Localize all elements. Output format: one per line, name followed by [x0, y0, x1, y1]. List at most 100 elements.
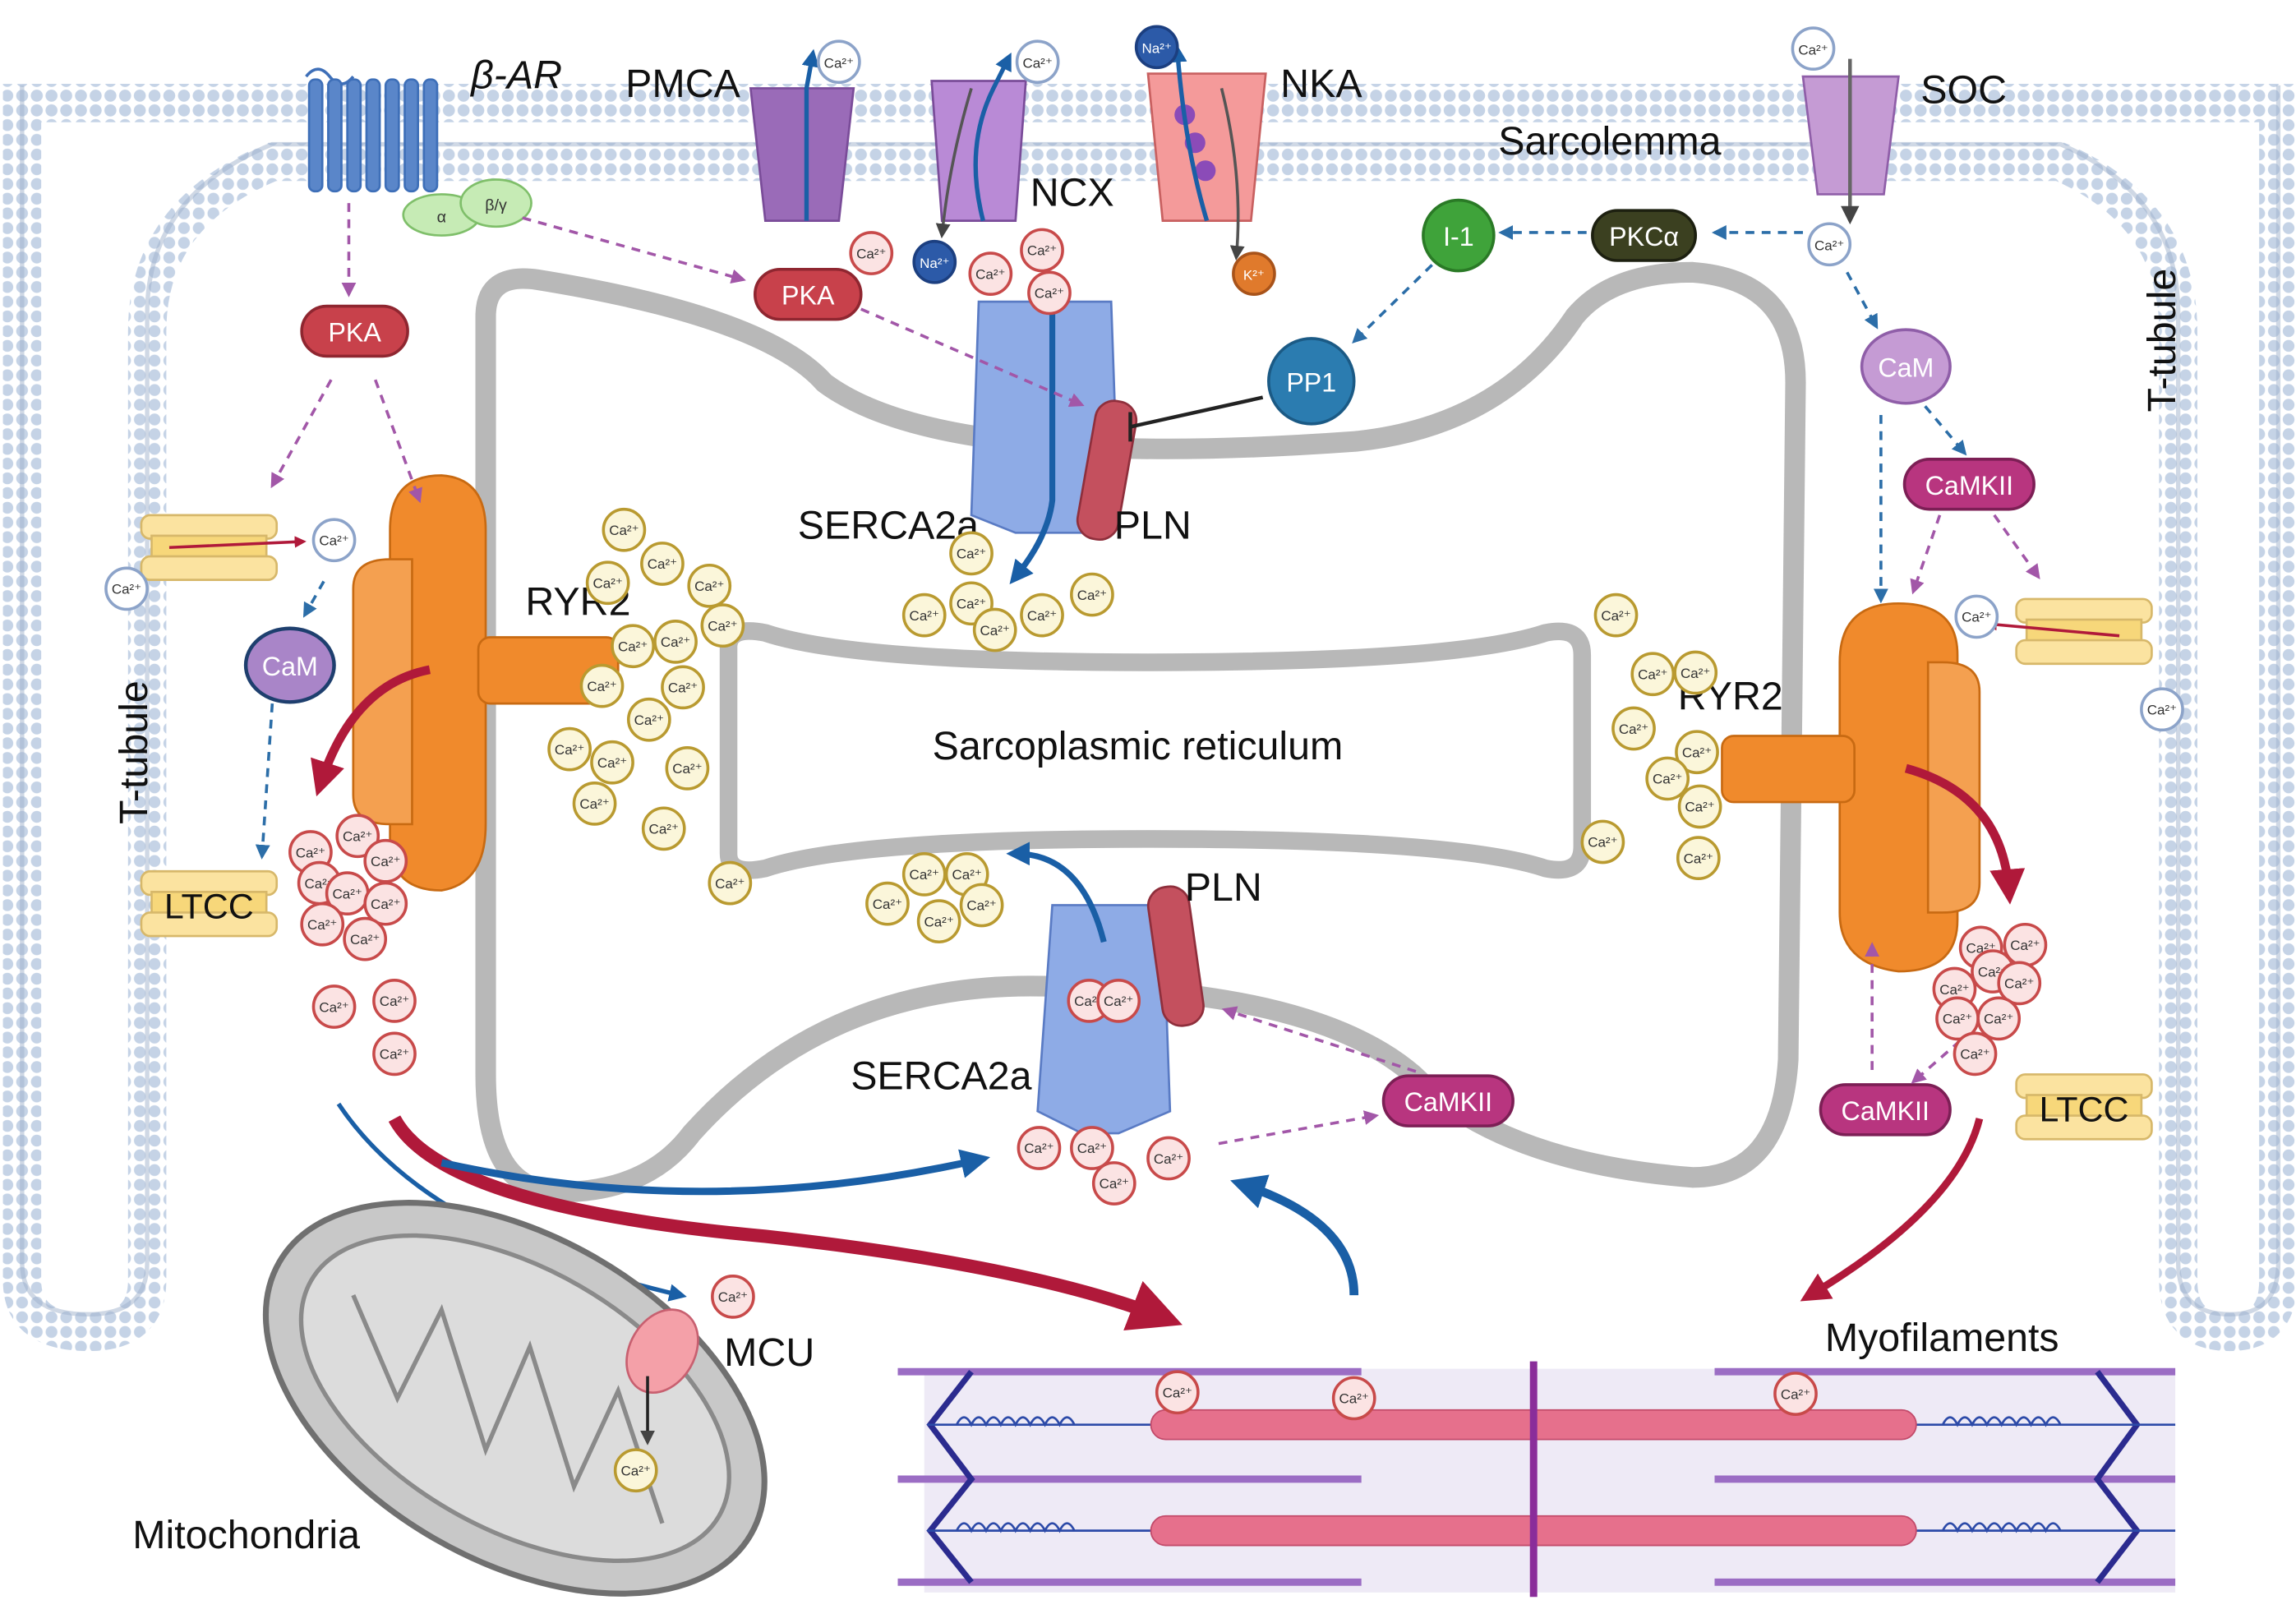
cam-right-node: CaM	[1860, 328, 1952, 405]
pka-left-pill: PKA	[300, 304, 409, 358]
ca-ion: Ca²⁺	[687, 563, 732, 608]
calcium-ions: Ca²⁺Ca²⁺Ca²⁺Ca²⁺Ca²⁺Ca²⁺Ca²⁺Ca²⁺Ca²⁺Ca²⁺…	[104, 228, 2184, 1493]
svg-text:Na²⁺: Na²⁺	[1142, 40, 1172, 56]
ca-ion: Ca²⁺	[611, 624, 655, 669]
mitochondria-label: Mitochondria	[132, 1513, 360, 1557]
svg-text:Ca²⁺: Ca²⁺	[587, 679, 616, 694]
ca-ion: Ca²⁺	[1673, 650, 1718, 695]
pmca-pump	[749, 48, 855, 222]
svg-text:Ca²⁺: Ca²⁺	[319, 999, 348, 1015]
svg-text:Ca²⁺: Ca²⁺	[1339, 1391, 1369, 1407]
svg-text:PP1: PP1	[1286, 367, 1336, 397]
svg-text:Ca²⁺: Ca²⁺	[1684, 851, 1713, 866]
ca-ion: Ca²⁺	[547, 726, 592, 772]
ca-ion: Ca²⁺	[363, 881, 408, 926]
svg-text:Ca²⁺: Ca²⁺	[1588, 835, 1617, 851]
ca-ion: Ca²⁺	[972, 607, 1017, 652]
svg-text:PKA: PKA	[328, 318, 381, 348]
ca-ion: Ca²⁺	[1630, 652, 1676, 697]
svg-text:Ca²⁺: Ca²⁺	[296, 845, 325, 860]
svg-text:Ca²⁺: Ca²⁺	[1077, 588, 1107, 603]
ca-ion: Ca²⁺	[1807, 222, 1852, 267]
svg-text:Ca²⁺: Ca²⁺	[2010, 938, 2040, 953]
svg-text:Ca²⁺: Ca²⁺	[1960, 1047, 1989, 1063]
ca-ion: Ca²⁺	[1017, 1126, 1062, 1170]
ca-ion: Ca²⁺	[2003, 922, 2048, 967]
ca-ion: Ca²⁺	[1070, 1126, 1114, 1170]
ca-ion: Ca²⁺	[311, 984, 357, 1029]
ca-ion: Ca²⁺	[1020, 228, 1064, 273]
svg-text:PKCα: PKCα	[1609, 222, 1679, 251]
svg-text:Ca²⁺: Ca²⁺	[1638, 667, 1667, 683]
svg-text:Ca²⁺: Ca²⁺	[1163, 1386, 1192, 1401]
ca-ion: Ca²⁺	[1020, 592, 1064, 638]
svg-text:Ca²⁺: Ca²⁺	[371, 854, 400, 869]
svg-text:Ca²⁺: Ca²⁺	[708, 618, 737, 634]
ltcc-left: LTCC	[140, 869, 279, 938]
ca-ion: Ca²⁺	[1091, 1161, 1136, 1206]
ca-ion: Ca²⁺	[968, 251, 1013, 296]
ca-ion: Ca²⁺	[1580, 819, 1625, 865]
svg-text:CaMKII: CaMKII	[1404, 1087, 1492, 1117]
svg-text:Ca²⁺: Ca²⁺	[618, 639, 648, 655]
soc-channel	[1801, 58, 1900, 225]
ca-ion: Ca²⁺	[901, 592, 947, 638]
svg-text:Ca²⁺: Ca²⁺	[1100, 1176, 1129, 1192]
svg-text:Ca²⁺: Ca²⁺	[1154, 1151, 1183, 1167]
ltcc-channel-top-left	[140, 514, 307, 581]
svg-text:Ca²⁺: Ca²⁺	[1653, 772, 1682, 787]
sarcoplasmic-reticulum: Sarcoplasmic reticulum	[475, 261, 1806, 1203]
svg-text:CaM: CaM	[1878, 353, 1934, 382]
nka-label: NKA	[1280, 62, 1362, 106]
ca-ion: Ca²⁺	[300, 901, 345, 947]
ltcc-right: LTCC	[2015, 1073, 2153, 1141]
svg-text:Ca²⁺: Ca²⁺	[1022, 55, 1052, 71]
svg-text:Ca²⁺: Ca²⁺	[307, 917, 337, 933]
svg-text:Ca²⁺: Ca²⁺	[910, 867, 939, 883]
pln-bottom	[1146, 885, 1205, 1027]
g-alpha-label: α	[437, 208, 446, 226]
svg-text:Ca²⁺: Ca²⁺	[555, 742, 584, 758]
svg-text:Ca²⁺: Ca²⁺	[380, 994, 409, 1009]
ca-ion: Ca²⁺	[1954, 594, 1999, 639]
svg-text:Ca²⁺: Ca²⁺	[2004, 976, 2034, 992]
ca-ion: Ca²⁺	[817, 39, 861, 85]
ca-ion: Ca²⁺	[849, 231, 894, 275]
svg-text:Ca²⁺: Ca²⁺	[1984, 1012, 2013, 1027]
svg-text:I-1: I-1	[1443, 222, 1474, 251]
svg-text:Ca²⁺: Ca²⁺	[634, 712, 664, 728]
ca-ion: Ca²⁺	[1676, 836, 1721, 881]
ca-ion: Ca²⁺	[1773, 1372, 1818, 1416]
svg-text:Ca²⁺: Ca²⁺	[1074, 994, 1104, 1009]
ca-ion: Ca²⁺	[1953, 1031, 1998, 1077]
ca-ion: Ca²⁺	[311, 518, 357, 563]
mcu-label: MCU	[724, 1330, 814, 1375]
serca2a-bottom-label: SERCA2a	[851, 1054, 1031, 1098]
na-ion: Na²⁺	[1134, 25, 1179, 70]
svg-text:Ca²⁺: Ca²⁺	[924, 914, 953, 929]
svg-text:Ca²⁺: Ca²⁺	[1681, 666, 1710, 681]
svg-text:Ca²⁺: Ca²⁺	[952, 867, 981, 883]
sr-label: Sarcoplasmic reticulum	[933, 724, 1344, 768]
svg-text:Ca²⁺: Ca²⁺	[966, 898, 996, 914]
svg-text:Ca²⁺: Ca²⁺	[980, 623, 1010, 639]
ca-ion: Ca²⁺	[2140, 687, 2184, 732]
svg-text:Ca²⁺: Ca²⁺	[592, 576, 622, 592]
ca-ion: Ca²⁺	[1146, 1136, 1191, 1181]
svg-text:Ca²⁺: Ca²⁺	[1035, 286, 1064, 302]
svg-text:Ca²⁺: Ca²⁺	[1027, 243, 1057, 259]
beta-ar-label: β-AR	[469, 53, 562, 97]
svg-text:Ca²⁺: Ca²⁺	[672, 761, 702, 777]
ryr2-right	[1721, 602, 2026, 973]
svg-text:Ca²⁺: Ca²⁺	[1943, 1012, 1972, 1027]
ca-ion: Ca²⁺	[1935, 996, 1980, 1041]
ca-ion: Ca²⁺	[1155, 1370, 1200, 1415]
k-ion: K²⁺	[1232, 251, 1276, 296]
svg-text:LTCC: LTCC	[2040, 1090, 2129, 1130]
svg-text:Ca²⁺: Ca²⁺	[957, 546, 986, 562]
ca-ion: Ca²⁺	[708, 860, 753, 906]
svg-text:Ca²⁺: Ca²⁺	[1619, 722, 1648, 737]
svg-text:Ca²⁺: Ca²⁺	[371, 897, 400, 912]
svg-text:Ca²⁺: Ca²⁺	[668, 680, 698, 696]
